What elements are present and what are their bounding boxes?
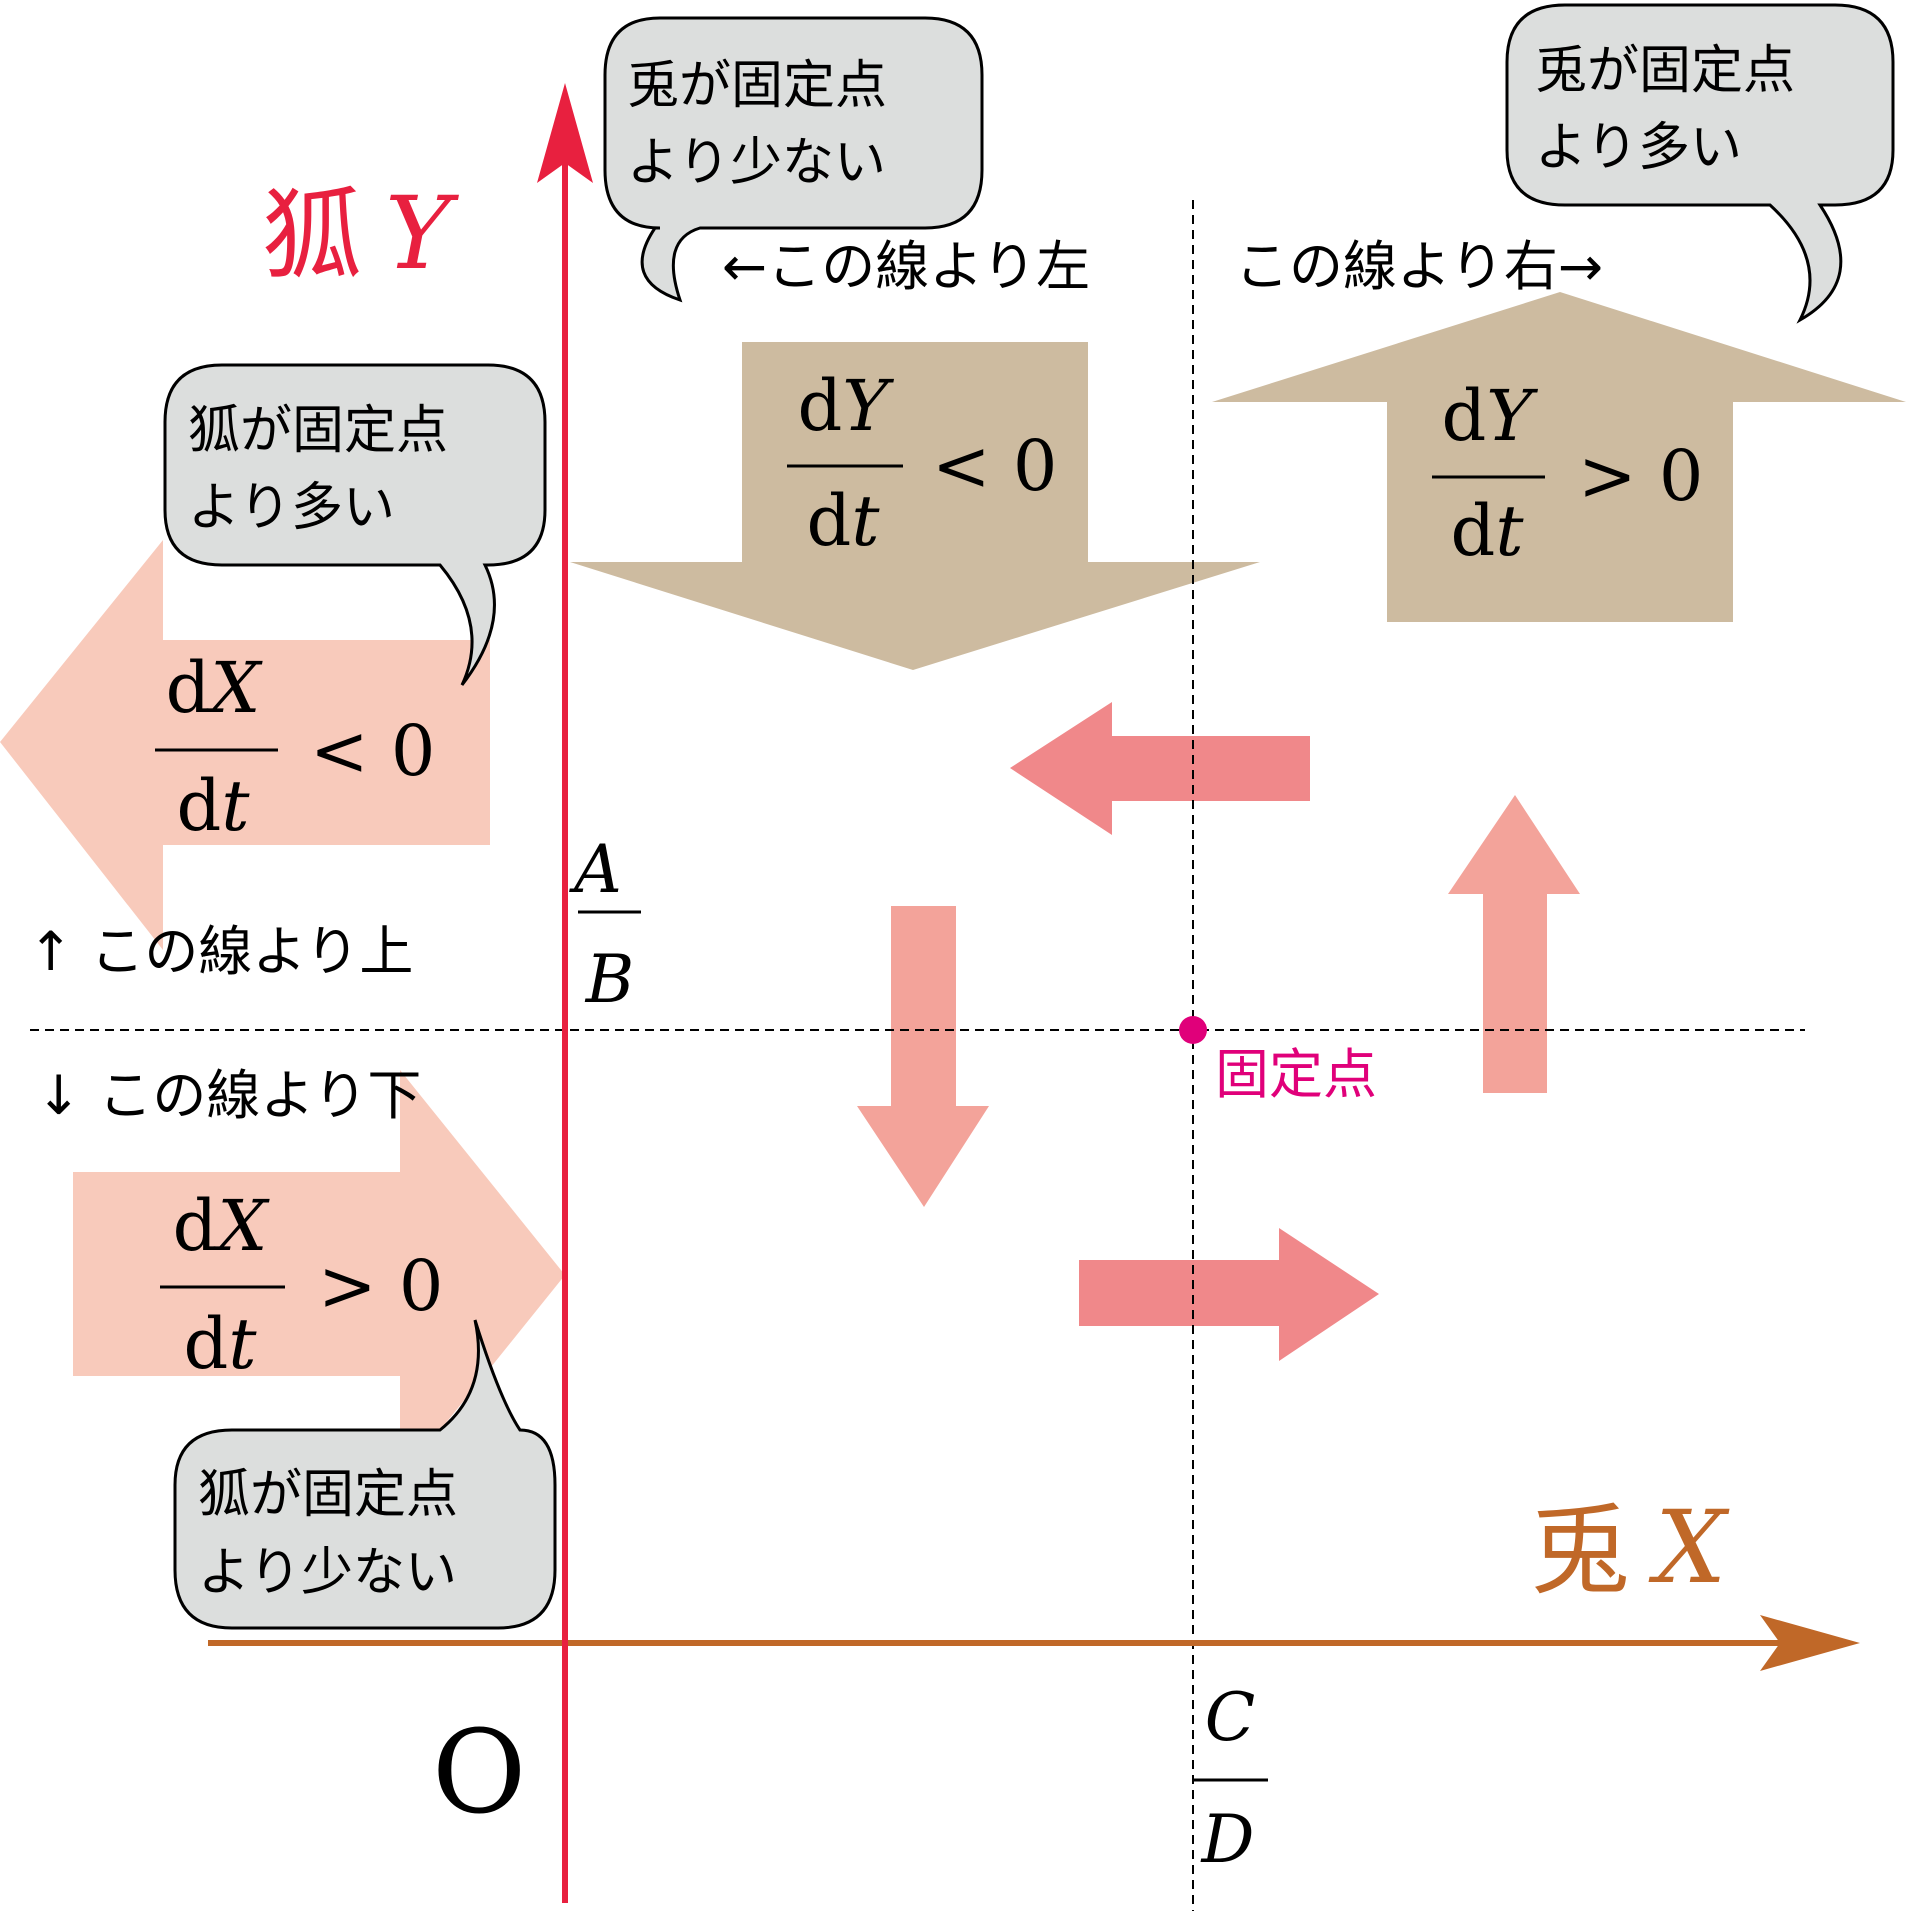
callout-bubble-rabbit-more xyxy=(1505,3,1895,324)
x-star-denominator: D xyxy=(1201,1801,1255,1878)
right-of-line-label: この線より右→ xyxy=(1235,235,1603,298)
callout-text-rabbit-more-line1: 兎が固定点 xyxy=(1535,41,1795,101)
flow-arrow-right xyxy=(1079,1228,1379,1361)
flow-arrow-down xyxy=(857,906,989,1207)
y-star-fraction: A B xyxy=(568,831,641,1018)
svg-text:dY: dY xyxy=(1441,375,1538,457)
dx-neg-den-d: d xyxy=(177,765,222,847)
flow-arrow-up xyxy=(1448,795,1580,1093)
dy-positive-expression: dY dt > 0 xyxy=(1432,375,1703,572)
svg-text:dt: dt xyxy=(807,480,881,562)
dy-pos-relation: > 0 xyxy=(1578,435,1703,517)
callout-bubble-rabbit-less xyxy=(603,16,984,303)
dx-neg-relation: < 0 xyxy=(310,710,435,792)
rabbit-axis-kanji-label: 兎 xyxy=(1530,1492,1630,1609)
dy-pos-den-var: t xyxy=(1495,490,1524,572)
dx-positive-arrow xyxy=(73,1070,565,1480)
svg-text:dt: dt xyxy=(184,1303,258,1385)
callout-bubble-fox-more xyxy=(163,363,547,686)
below-line-label: ↓ この線より下 xyxy=(36,1064,421,1127)
dx-neg-den-var: t xyxy=(221,765,250,847)
callout-text-rabbit-more-line2: より多い xyxy=(1535,118,1742,178)
callout-bubble-fox-less xyxy=(173,1319,557,1630)
dy-negative-arrow xyxy=(570,342,1260,670)
dx-pos-num-d: d xyxy=(173,1185,218,1267)
callout-text-fox-more-line1: 狐が固定点 xyxy=(188,401,448,461)
dy-neg-num-d: d xyxy=(797,365,842,447)
dy-neg-den-var: t xyxy=(851,480,880,562)
dx-negative-expression: dX dt < 0 xyxy=(155,647,435,847)
x-star-fraction: C D xyxy=(1193,1679,1268,1878)
dy-neg-den-d: d xyxy=(807,480,852,562)
origin-label: O xyxy=(432,1706,526,1840)
dy-neg-num-var: Y xyxy=(842,365,894,447)
flow-arrow-left xyxy=(1010,702,1310,835)
dy-pos-num-d: d xyxy=(1441,375,1486,457)
dy-negative-expression: dY dt < 0 xyxy=(787,365,1057,562)
above-line-label: ↑ この線より上 xyxy=(28,920,413,983)
callout-text-rabbit-less-line1: 兎が固定点 xyxy=(627,56,887,116)
svg-text:dt: dt xyxy=(177,765,251,847)
fox-axis-kanji-label: 狐 xyxy=(262,177,362,294)
y-star-denominator: B xyxy=(585,941,635,1018)
dy-neg-relation: < 0 xyxy=(932,425,1057,507)
callout-text-rabbit-less-line2: より少ない xyxy=(627,133,886,193)
dy-pos-den-d: d xyxy=(1451,490,1496,572)
dy-pos-num-var: Y xyxy=(1486,375,1538,457)
y-star-numerator: A xyxy=(568,831,622,908)
dx-neg-num-d: d xyxy=(166,647,211,729)
rabbit-x-axis-arrowhead xyxy=(1760,1615,1860,1671)
callout-text-fox-less-line2: より少ない xyxy=(198,1543,457,1603)
dx-neg-num-var: X xyxy=(205,647,263,729)
dx-negative-arrow xyxy=(0,540,490,950)
dx-pos-den-var: t xyxy=(228,1303,257,1385)
fixed-point-marker xyxy=(1179,1016,1207,1044)
svg-text:dX: dX xyxy=(173,1185,271,1267)
fox-axis-variable-label: Y xyxy=(385,175,459,292)
dy-positive-arrow xyxy=(1212,292,1906,622)
dx-pos-num-var: X xyxy=(212,1185,270,1267)
fox-y-axis-arrowhead xyxy=(537,83,593,183)
dx-pos-relation: > 0 xyxy=(318,1245,443,1327)
svg-text:dY: dY xyxy=(797,365,894,447)
svg-text:dX: dX xyxy=(166,647,264,729)
x-star-numerator: C xyxy=(1205,1679,1256,1756)
dx-pos-den-d: d xyxy=(184,1303,229,1385)
dx-positive-expression: dX dt > 0 xyxy=(160,1185,443,1385)
left-of-line-label: ←この線より左 xyxy=(722,235,1090,298)
fixed-point-label: 固定点 xyxy=(1215,1043,1377,1106)
svg-text:dt: dt xyxy=(1451,490,1525,572)
callout-text-fox-less-line1: 狐が固定点 xyxy=(198,1465,458,1525)
rabbit-axis-variable-label: X xyxy=(1648,1489,1730,1606)
callout-text-fox-more-line2: より多い xyxy=(188,478,395,538)
